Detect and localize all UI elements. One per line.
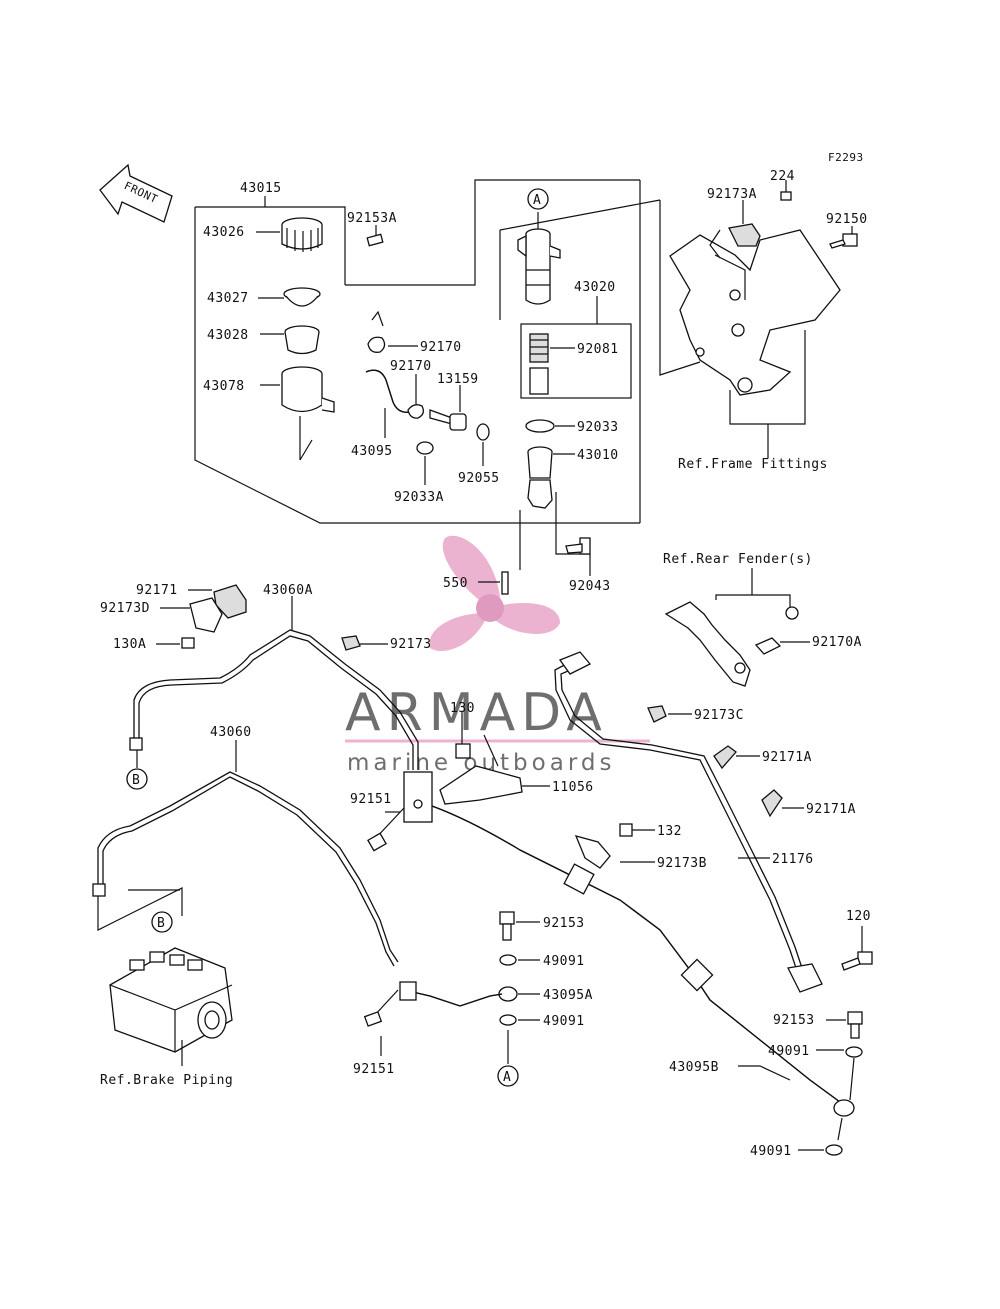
front-arrow-icon: FRONT (99, 163, 173, 223)
pin-92043-icon (565, 537, 591, 576)
svg-text:A: A (533, 193, 541, 208)
label-21176: 21176 (772, 852, 814, 867)
ref-rear-fender: Ref.Rear Fender(s) (663, 552, 813, 567)
callout-A-bottom: A (497, 1065, 519, 1087)
clip-92173-icon (341, 635, 361, 651)
label-13159: 13159 (437, 372, 479, 387)
label-43060: 43060 (210, 725, 252, 740)
label-92171: 92171 (136, 583, 178, 598)
label-92173B: 92173B (657, 856, 707, 871)
hose-43095-icon (365, 369, 411, 438)
label-120: 120 (846, 909, 871, 924)
label-130: 130 (450, 701, 475, 716)
label-92150: 92150 (826, 212, 868, 227)
diagram-code: F2293 (828, 151, 864, 164)
label-92170b: 92170 (390, 359, 432, 374)
master-cylinder-icon (499, 199, 661, 320)
clip-92171A-b-icon (761, 789, 783, 818)
banjo-group-icon (498, 911, 540, 1064)
joint-block-icon (367, 712, 550, 852)
label-92173C: 92173C (694, 708, 744, 723)
svg-text:B: B (157, 916, 165, 931)
clamp-92171-icon (156, 584, 247, 649)
label-92153A: 92153A (347, 211, 397, 226)
label-43020: 43020 (574, 280, 616, 295)
clamp-92173B-icon (574, 823, 655, 869)
label-11056: 11056 (552, 780, 594, 795)
label-550: 550 (443, 576, 468, 591)
label-92081: 92081 (577, 342, 619, 357)
svg-text:B: B (132, 773, 140, 788)
clamp-92173A-icon (709, 200, 761, 259)
part-labels: 43015 43026 43027 43028 43078 92153A 921… (100, 169, 871, 1159)
label-49091a: 49091 (543, 954, 585, 969)
label-92171A-1: 92171A (762, 750, 812, 765)
callout-B-left: B (126, 768, 148, 790)
pipe-43060 (97, 771, 399, 963)
label-49091d: 49091 (750, 1144, 792, 1159)
label-43060A: 43060A (263, 583, 313, 598)
clip-92170-icon (367, 310, 418, 353)
clip-92171A-icon (713, 745, 737, 770)
label-92033: 92033 (577, 420, 619, 435)
callout-B-abs: B (151, 911, 173, 933)
label-92170a: 92170 (420, 340, 462, 355)
label-43026: 43026 (203, 225, 245, 240)
cotter-550-icon (501, 571, 509, 595)
label-92153b: 92153 (773, 1013, 815, 1028)
ref-brake-piping: Ref.Brake Piping (100, 1073, 233, 1088)
banjo-bolt-right-icon (798, 1011, 863, 1156)
piston-43010-icon (519, 446, 590, 570)
label-92170A: 92170A (812, 635, 862, 650)
label-92151b: 92151 (353, 1062, 395, 1077)
label-130A: 130A (113, 637, 146, 652)
bolt-92153A-icon (366, 225, 384, 247)
clip-92173C-icon (647, 705, 667, 723)
pipe-43060A (133, 629, 419, 770)
label-224: 224 (770, 169, 795, 184)
label-49091c: 49091 (768, 1044, 810, 1059)
label-43095A: 43095A (543, 988, 593, 1003)
bolt-92150-icon (829, 226, 858, 249)
fitting-13159-icon (429, 385, 467, 431)
watermark-logo: ARMADA marine outboards (345, 535, 650, 776)
label-49091b: 49091 (543, 1014, 585, 1029)
label-92173: 92173 (390, 637, 432, 652)
label-43095B: 43095B (669, 1060, 719, 1075)
label-92171A-2: 92171A (806, 802, 856, 817)
label-132: 132 (657, 824, 682, 839)
circlip-92033A-icon (416, 441, 434, 455)
label-43027: 43027 (207, 291, 249, 306)
label-43015: 43015 (240, 181, 282, 196)
circlip-92033-icon (525, 419, 555, 433)
bolt-224-icon (780, 180, 792, 201)
label-43028: 43028 (207, 328, 249, 343)
oring-92055-icon (476, 423, 490, 441)
label-92151a: 92151 (350, 792, 392, 807)
label-43095: 43095 (351, 444, 393, 459)
label-43078: 43078 (203, 379, 245, 394)
reservoir-group (194, 179, 641, 524)
abs-unit-icon (109, 947, 233, 1066)
label-92173D: 92173D (100, 601, 150, 616)
label-92033A: 92033A (394, 490, 444, 505)
rear-fender-bracket-icon (664, 568, 799, 687)
hose-21176 (554, 661, 801, 981)
label-43010: 43010 (577, 448, 619, 463)
frame-bracket-icon (659, 200, 841, 458)
watermark-name: ARMADA (345, 683, 608, 743)
svg-text:A: A (503, 1070, 511, 1085)
bolt-120-icon (841, 926, 873, 971)
label-92043: 92043 (569, 579, 611, 594)
ref-frame-fittings: Ref.Frame Fittings (678, 457, 828, 472)
label-92153: 92153 (543, 916, 585, 931)
kit-43020-box (520, 296, 632, 399)
callout-A-top: A (527, 188, 549, 210)
label-92055: 92055 (458, 471, 500, 486)
label-92173A: 92173A (707, 187, 757, 202)
clip-92170b-icon (407, 374, 424, 419)
